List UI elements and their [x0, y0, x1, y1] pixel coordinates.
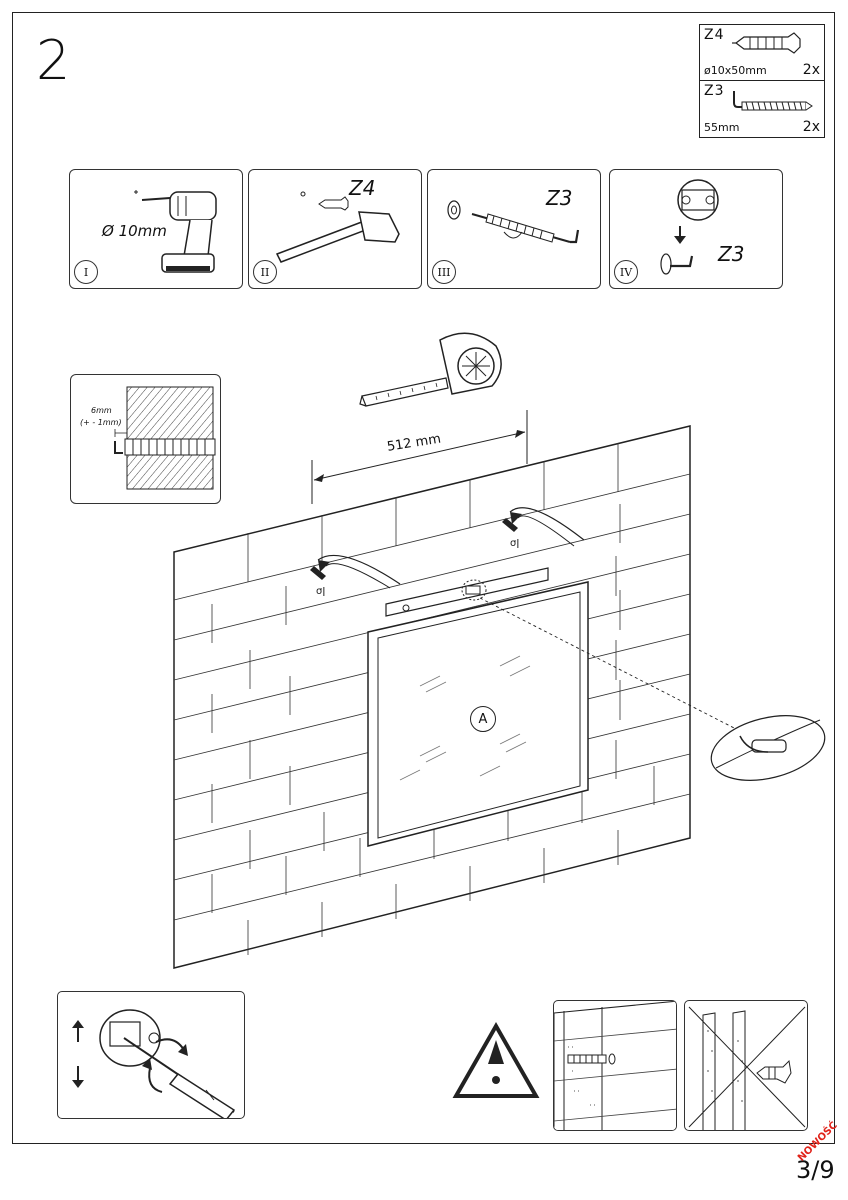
hang-arrow-left: σǀ	[310, 554, 401, 597]
part-size: ø10x50mm	[704, 64, 767, 77]
tolerance-label: (+ - 1mm)	[80, 418, 122, 427]
substep-3-screw: Z3 III	[427, 169, 601, 289]
solid-wall-ok	[553, 1000, 677, 1131]
part-row-z4: Z4 ø10x50mm 2x	[700, 25, 824, 81]
drill-size-label: Ø 10mm	[102, 222, 167, 240]
solid-wall-plug-illustration	[554, 1001, 676, 1130]
tape-measure-icon	[359, 332, 502, 407]
wall-section-illustration	[114, 386, 216, 490]
hook-screw-icon	[733, 91, 813, 111]
forbidden-cross-icon	[688, 1006, 806, 1130]
substep-4-hang: Z3 IV	[609, 169, 783, 289]
substep-number: I	[74, 260, 98, 284]
zoom-pointer-line	[479, 597, 739, 731]
step-number: 2	[36, 29, 71, 92]
parts-legend: Z4 ø10x50mm 2x Z3 55mm 2x	[699, 24, 825, 138]
depth-label: 6mm	[91, 406, 112, 415]
bracket-zoom-detail	[710, 715, 826, 781]
part-row-z3: Z3 55mm 2x	[700, 81, 824, 137]
substep-number: II	[253, 260, 277, 284]
hang-arrow-right: σǀ	[502, 507, 585, 549]
substep-number: III	[432, 260, 456, 284]
height-adjustment-detail	[57, 991, 245, 1119]
dimension-line	[311, 410, 528, 504]
page-frame	[12, 12, 835, 1144]
part-code: Z4	[704, 27, 725, 43]
hollow-wall-forbidden	[684, 1000, 808, 1131]
wall-plug-icon	[732, 32, 801, 54]
mirror-lamp	[385, 567, 549, 617]
mirror-label: A	[470, 706, 496, 732]
plug-depth-detail: 6mm (+ - 1mm)	[70, 374, 221, 504]
hook-screw-icon	[447, 200, 580, 244]
svg-text:σǀ: σǀ	[316, 586, 325, 597]
hammer-icon	[275, 191, 400, 263]
page-number: 3/9	[796, 1156, 835, 1184]
substep-number: IV	[614, 260, 638, 284]
part-label: Z4	[349, 176, 376, 200]
warning-icon	[452, 1021, 540, 1098]
part-size: 55mm	[704, 121, 740, 134]
part-qty: 2x	[802, 62, 820, 78]
part-label: Z3	[718, 242, 745, 266]
substep-1-drill: Ø 10mm I	[69, 169, 243, 289]
drill-icon	[134, 190, 217, 273]
part-code: Z3	[704, 83, 725, 99]
hanger-bracket-icon	[660, 179, 719, 275]
part-label: Z3	[546, 186, 573, 210]
part-qty: 2x	[802, 119, 820, 135]
substep-2-hammer: Z4 II	[248, 169, 422, 289]
svg-text:σǀ: σǀ	[510, 538, 519, 549]
screwdriver-adjust-icon	[72, 1009, 236, 1118]
